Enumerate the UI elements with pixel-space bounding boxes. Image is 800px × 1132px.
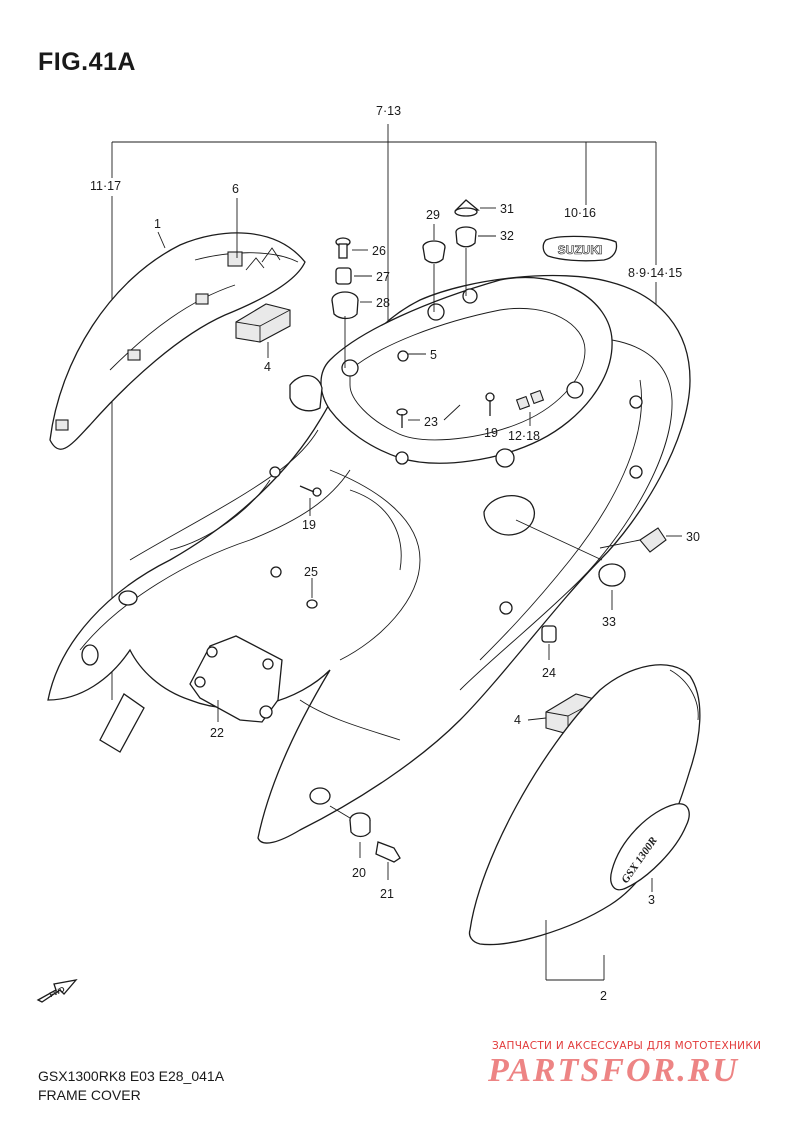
callout-23: 23 bbox=[424, 415, 438, 429]
model-code: GSX1300RK8 E03 E28_041A bbox=[38, 1068, 225, 1084]
watermark-tagline: ЗАПЧАСТИ И АКСЕССУАРЫ ДЛЯ МОТОТЕХНИКИ bbox=[492, 1040, 762, 1052]
fwd-text: FWD bbox=[49, 986, 66, 999]
screw-part-25 bbox=[306, 578, 318, 609]
trim-piece bbox=[99, 693, 145, 753]
screw-part-19-lower bbox=[299, 485, 322, 516]
callout-30: 30 bbox=[686, 530, 700, 544]
callout-1: 1 bbox=[154, 217, 161, 231]
callout-20: 20 bbox=[352, 866, 366, 880]
callout-2: 2 bbox=[600, 989, 607, 1003]
screw-part-26 bbox=[335, 237, 368, 259]
callout-4-upper: 4 bbox=[264, 360, 271, 374]
clip-part-31 bbox=[454, 199, 496, 217]
collar-part-24 bbox=[541, 625, 557, 660]
callout-33: 33 bbox=[602, 615, 616, 629]
collar-part-27 bbox=[335, 267, 372, 285]
suzuki-emblem-decal: SUZUKI bbox=[542, 235, 618, 262]
watermark-brand: PARTSFOR.RU bbox=[488, 1052, 739, 1089]
callout-8-9-14-15: 8·9·14·15 bbox=[628, 266, 682, 280]
callout-5: 5 bbox=[430, 348, 437, 362]
cushion-part-29 bbox=[422, 224, 446, 312]
screw-part-23 bbox=[396, 404, 461, 428]
screw-part-19-upper bbox=[485, 392, 495, 416]
callout-31: 31 bbox=[500, 202, 514, 216]
callout-6: 6 bbox=[232, 182, 239, 196]
callout-3: 3 bbox=[648, 893, 655, 907]
callout-10-16: 10·16 bbox=[564, 206, 596, 220]
callout-28: 28 bbox=[376, 296, 390, 310]
clip-part-30 bbox=[599, 527, 682, 553]
emblem-text: SUZUKI bbox=[558, 243, 603, 257]
callout-27: 27 bbox=[376, 270, 390, 284]
callout-19-lower: 19 bbox=[302, 518, 316, 532]
cushion-part-28 bbox=[331, 291, 372, 368]
callout-4-lower: 4 bbox=[514, 713, 521, 727]
forward-direction-arrow: FWD bbox=[36, 979, 78, 1003]
pad-part-4-upper bbox=[235, 303, 291, 358]
gsx-decal-part-3: GSX 1300R bbox=[610, 803, 690, 892]
bolt-part-21 bbox=[375, 841, 401, 880]
figure-title: FIG.41A bbox=[38, 48, 136, 76]
callout-12-18: 12·18 bbox=[508, 429, 540, 443]
section-title: FRAME COVER bbox=[38, 1087, 141, 1103]
callout-7-13: 7·13 bbox=[376, 104, 401, 118]
callout-19-upper: 19 bbox=[484, 426, 498, 440]
left-frame-cover-part-1 bbox=[49, 198, 306, 450]
callout-26: 26 bbox=[372, 244, 386, 258]
callout-25: 25 bbox=[304, 565, 318, 579]
callout-11-17: 11·17 bbox=[90, 179, 121, 193]
bolt-part-5 bbox=[397, 350, 426, 362]
label-part-12-18 bbox=[515, 389, 545, 426]
callout-21: 21 bbox=[380, 887, 394, 901]
callout-labels: 7·13 11·17 10·16 8·9·14·15 1 6 4 26 27 2… bbox=[90, 104, 700, 1003]
callout-24: 24 bbox=[542, 666, 556, 680]
callout-29: 29 bbox=[426, 208, 440, 222]
collar-part-20 bbox=[329, 805, 371, 858]
grommet-part-32 bbox=[455, 226, 496, 296]
callout-22: 22 bbox=[210, 726, 224, 740]
callout-32: 32 bbox=[500, 229, 514, 243]
bracket-part-22 bbox=[189, 635, 283, 723]
grommet-part-33 bbox=[598, 563, 626, 610]
